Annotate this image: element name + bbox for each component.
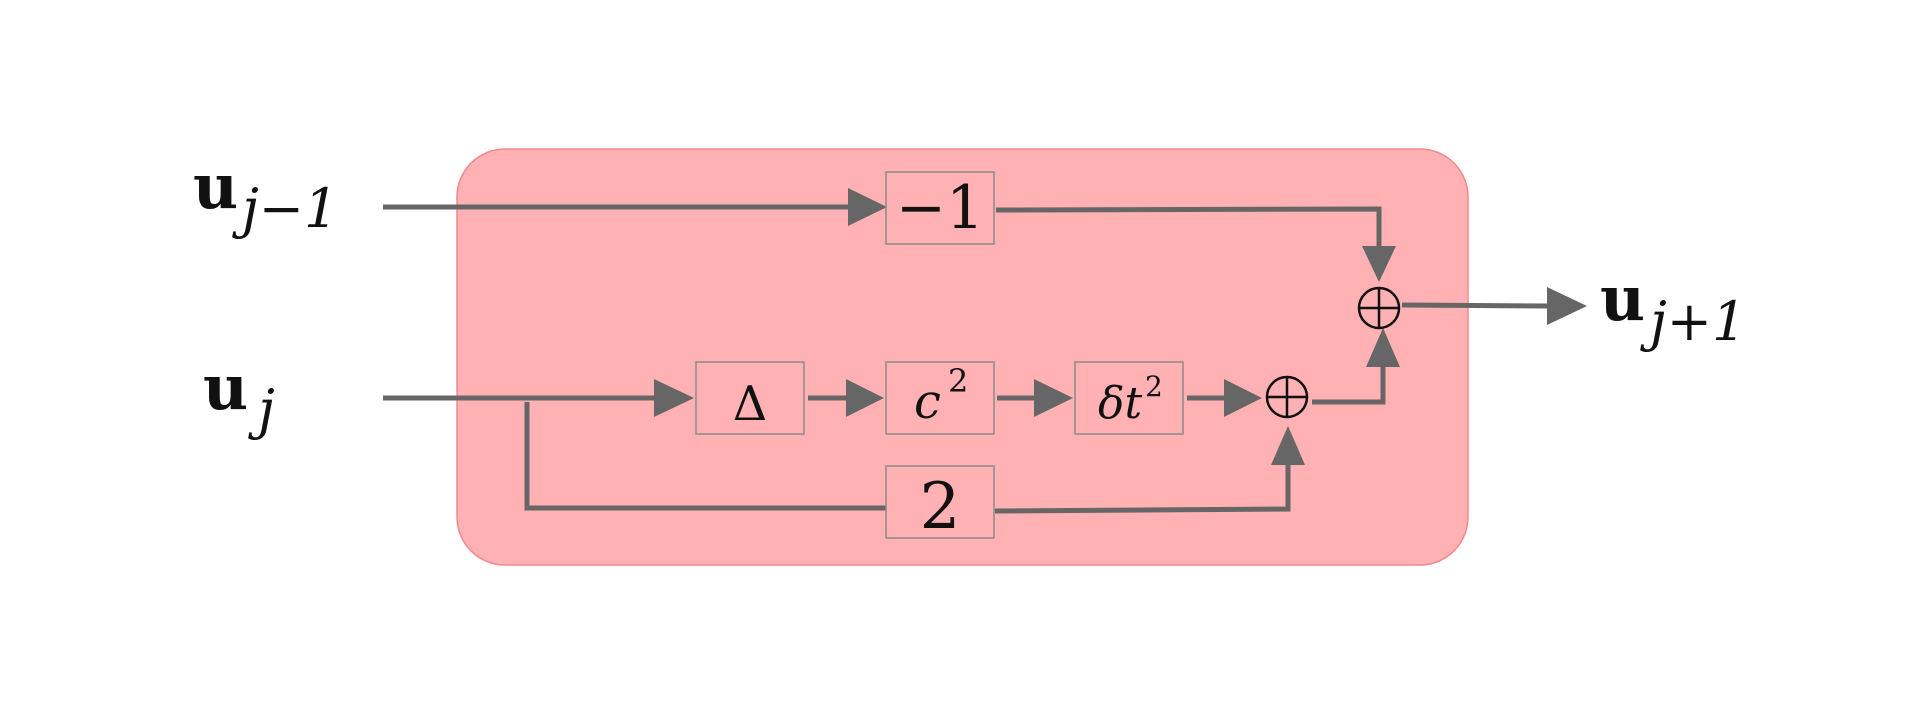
wire-two-to-lower-sum [994,462,1291,514]
block-c-squared: c 2 [885,361,995,435]
input-u-j: u j [203,351,275,441]
output-u-base: u [1600,262,1645,335]
block-c-squared-box [885,361,995,435]
wire-branch-to-two [524,402,886,511]
block-dt-squared-base: δt [1098,378,1142,429]
block-neg-one: −1 [885,171,995,245]
wire-lower-sum-to-top-sum [1312,364,1386,405]
arrow-head-dt-squared [1034,379,1073,417]
arrow-head-lower-sum-bottom [1271,426,1305,465]
input-u-j-minus-1: u j−1 [193,150,338,240]
sum-junction-lower [1265,375,1309,419]
input-u-prev-base: u [193,150,238,223]
arrow-head-neg-one [848,188,887,226]
arrow-head-top-sum-from-bottom [1366,328,1400,367]
arrow-head-output [1547,287,1587,325]
wire-neg-one-to-top-sum [995,206,1382,248]
wires [383,188,1587,514]
block-neg-one-label: −1 [896,173,984,243]
block-dt-squared-sup: 2 [1145,370,1163,403]
arrow-head-lower-sum-left [1224,379,1262,417]
block-dt-squared: δt 2 [1074,361,1184,435]
system-container [456,148,1469,566]
input-u-prev-sub: j−1 [232,177,338,240]
block-two: 2 [885,465,995,544]
block-c-squared-base: c [914,374,941,430]
arrow-head-laplacian [654,379,694,417]
input-u-curr-sub: j [248,378,275,441]
block-two-box [885,465,995,539]
block-laplacian-label: Δ [733,376,768,432]
block-neg-one-box [885,171,995,245]
block-laplacian: Δ [695,361,805,435]
sum-junction-top [1357,286,1401,330]
input-u-curr-base: u [203,351,248,424]
output-u-sub: j+1 [1640,290,1746,353]
arrow-head-c-squared [846,379,884,417]
arrow-head-top-sum-from-top [1362,246,1396,282]
output-u-j-plus-1: u j+1 [1600,262,1746,353]
block-dt-squared-box [1074,361,1184,435]
block-laplacian-box [695,361,805,435]
block-c-squared-sup: 2 [948,362,968,400]
wire-top-sum-to-output [1401,302,1551,309]
block-two-label: 2 [920,470,961,544]
